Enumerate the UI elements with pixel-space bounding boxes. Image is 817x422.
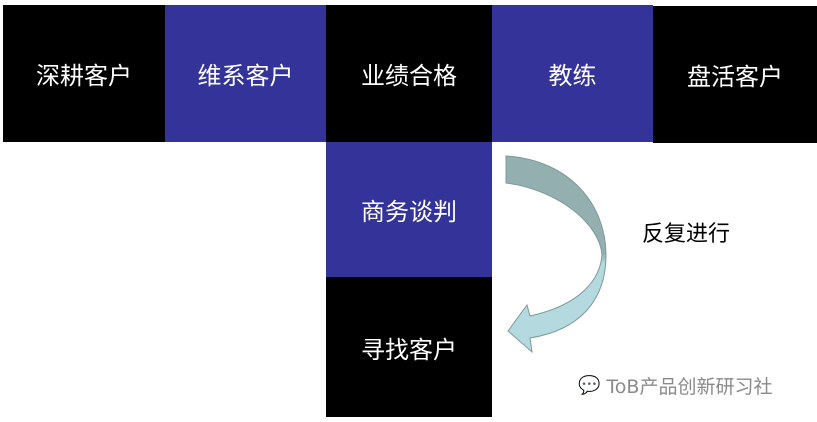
step-label: 寻找客户: [361, 335, 457, 364]
step-negotiation: 商务谈判: [326, 142, 492, 277]
step-label: 维系客户: [197, 62, 294, 90]
step-label: 深耕客户: [36, 62, 132, 90]
watermark-text: ToB产品创新研习社: [606, 376, 773, 398]
step-coach: 教练: [492, 5, 653, 142]
step-label: 业绩合格: [361, 62, 457, 90]
cycle-label: 反复进行: [642, 222, 731, 247]
watermark: 💬 ToB产品创新研习社: [578, 372, 772, 399]
step-label: 商务谈判: [361, 198, 457, 226]
wechat-icon: 💬: [578, 375, 601, 396]
step-deep-cultivate: 深耕客户: [3, 5, 165, 142]
step-qualified: 业绩合格: [326, 5, 492, 142]
step-label: 盘活客户: [687, 63, 783, 91]
step-maintain: 维系客户: [165, 5, 326, 142]
step-revive: 盘活客户: [653, 6, 817, 143]
step-find-customer: 寻找客户: [326, 277, 492, 417]
step-label: 教练: [548, 62, 597, 90]
